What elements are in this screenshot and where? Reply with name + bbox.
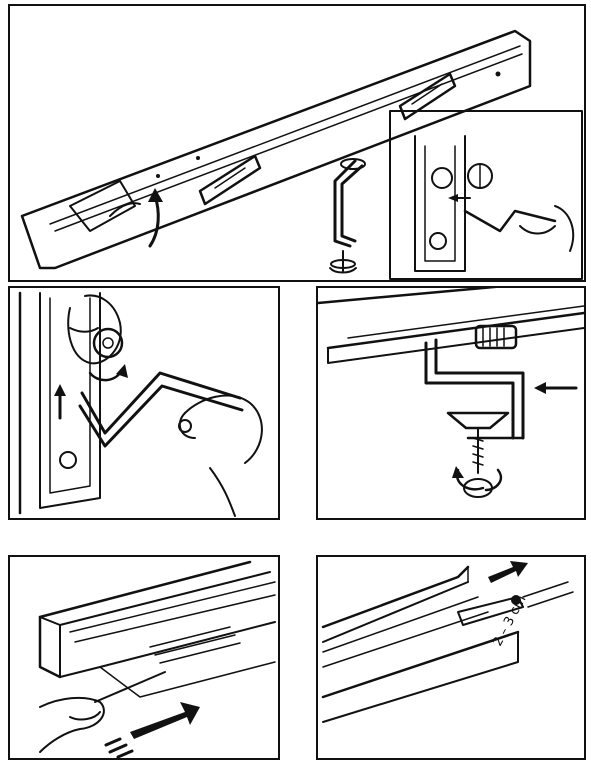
clamp-tighten-illustration — [318, 288, 584, 498]
panel-middle-left — [8, 286, 280, 520]
paper-protrusion-illustration: 2 – 3 cm — [321, 561, 574, 723]
table-edge — [318, 288, 584, 364]
panel-bottom-right: 2 – 3 cm — [316, 555, 586, 760]
up-right-arrow-icon — [488, 561, 528, 583]
hand-with-paper — [39, 671, 166, 753]
measurement-label: 2 – 3 cm — [490, 593, 529, 649]
insert-arrow-icon — [104, 702, 200, 758]
bar-side-profile — [18, 291, 101, 515]
bar-perspective — [38, 560, 276, 698]
screw-pad — [446, 411, 510, 498]
panel-middle-right — [316, 286, 586, 520]
slot-window-2 — [398, 72, 457, 121]
slot-window-1 — [198, 154, 262, 206]
rotate-arrow-icon — [88, 364, 128, 382]
top-assembly-illustration — [20, 29, 583, 280]
clamp-arm — [78, 371, 244, 448]
end-cap — [69, 180, 141, 232]
panel-top-assembly — [8, 4, 586, 282]
bar-perspective — [321, 565, 520, 723]
long-bar — [20, 29, 532, 270]
up-arrow-icon — [54, 384, 66, 420]
insert-paper-illustration — [38, 560, 276, 758]
inset-clamp-detail — [414, 135, 575, 272]
c-clamp — [329, 158, 366, 274]
hand-right — [178, 394, 263, 517]
panel-bottom-left — [8, 555, 280, 760]
paper-strip — [457, 595, 524, 626]
left-arrow-icon — [534, 382, 578, 394]
hand-top — [67, 294, 122, 365]
rotate-arrow-icon — [452, 466, 503, 492]
curved-arrow-icon — [148, 188, 163, 248]
thumbscrew-top — [474, 324, 518, 350]
c-clamp-large — [424, 338, 525, 440]
hand-clamp-illustration — [18, 291, 263, 517]
measurement-indicator — [522, 581, 574, 608]
